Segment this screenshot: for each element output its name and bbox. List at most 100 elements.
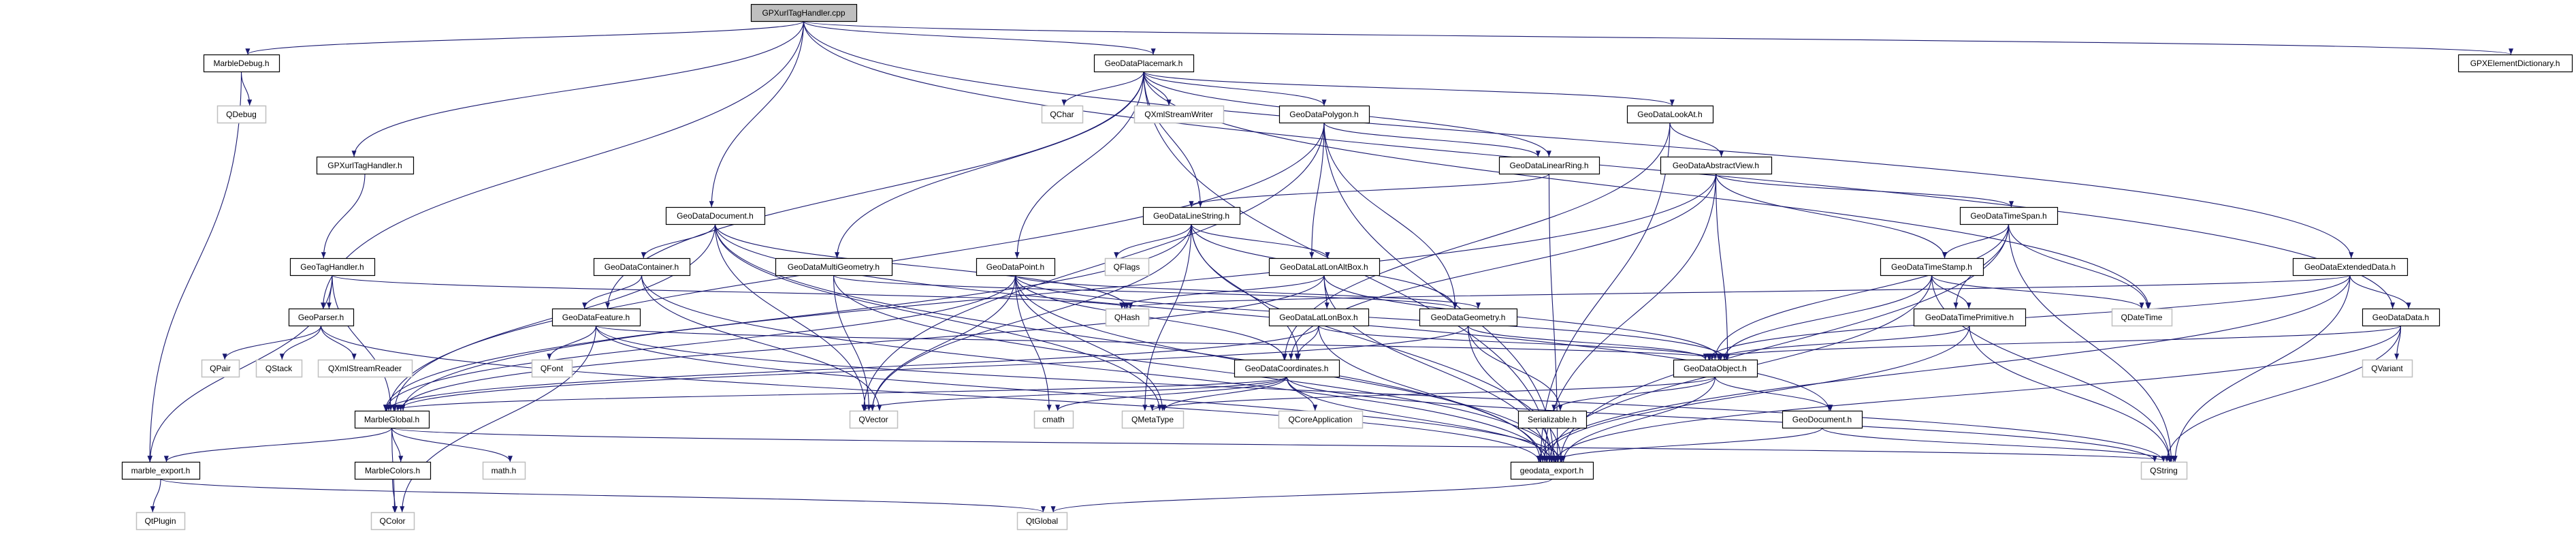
- edge-geodatapolygon-h-to-geodatalatlonaltbox-h: [1312, 123, 1324, 258]
- node-label: QString: [2150, 466, 2178, 475]
- node-label: cmath: [1042, 415, 1065, 424]
- edge-geodocument-h-to-qstring: [1822, 428, 2171, 462]
- node-gpxurltaghandler-cpp[interactable]: GPXurlTagHandler.cpp: [752, 5, 857, 22]
- node-label: GeoDataPoint.h: [986, 262, 1044, 272]
- node-label: GeoDataPlacemark.h: [1105, 59, 1183, 68]
- node-label: QDateTime: [2121, 313, 2163, 322]
- node-marbledebug-h[interactable]: MarbleDebug.h: [204, 55, 280, 72]
- node-marblecolors-h[interactable]: MarbleColors.h: [355, 462, 431, 480]
- edge-geodatalatlonbox-h-to-geodatacoordinates-h: [1297, 326, 1319, 360]
- node-label: MarbleGlobal.h: [364, 415, 419, 424]
- node-label: GeoParser.h: [298, 313, 344, 322]
- edge-geodataabstractview-h-to-geodataobject-h: [1716, 174, 1728, 360]
- edge-geodatacoordinates-h-to-marbleglobal-h: [393, 377, 1287, 411]
- edge-geodocument-h-to-geodata-export-h: [1555, 428, 1822, 462]
- node-gpxelementdictionary-h[interactable]: GPXElementDictionary.h: [2459, 55, 2573, 72]
- edge-geodatageometry-h-to-geodata-export-h: [1468, 326, 1552, 462]
- edge-geodata-export-h-to-qtglobal: [1053, 479, 1551, 512]
- node-marbleglobal-h[interactable]: MarbleGlobal.h: [355, 411, 430, 428]
- node-label: GeoDataTimePrimitive.h: [1925, 313, 2014, 322]
- edge-gpxurltaghandler-h-to-geotaghandler-h: [323, 174, 365, 258]
- node-label: GeoDataMultiGeometry.h: [788, 262, 880, 272]
- node-geodatadata-h[interactable]: GeoDataData.h: [2363, 309, 2440, 326]
- node-qpair: QPair: [202, 360, 240, 377]
- node-geodatatimestamp-h[interactable]: GeoDataTimeStamp.h: [1881, 259, 1984, 276]
- node-geoparser-h[interactable]: GeoParser.h: [289, 309, 354, 326]
- node-geodocument-h[interactable]: GeoDocument.h: [1783, 411, 1863, 428]
- node-geodataplacemark-h[interactable]: GeoDataPlacemark.h: [1095, 55, 1194, 72]
- node-geodatalookat-h[interactable]: GeoDataLookAt.h: [1628, 106, 1713, 123]
- node-gpxurltaghandler-h[interactable]: GPXurlTagHandler.h: [317, 157, 414, 174]
- node-geotaghandler-h[interactable]: GeoTagHandler.h: [291, 259, 375, 276]
- node-label: GeoDataLinearRing.h: [1509, 161, 1588, 170]
- node-qchar: QChar: [1042, 106, 1083, 123]
- node-qcoreapplication: QCoreApplication: [1279, 411, 1363, 428]
- node-qdebug: QDebug: [218, 106, 266, 123]
- node-qtglobal: QtGlobal: [1018, 513, 1067, 530]
- node-label: QColor: [379, 516, 405, 526]
- edge-gpxurltaghandler-cpp-to-geodataextendeddata-h: [804, 21, 2351, 258]
- edge-geodatalinestring-h-to-qflags: [1116, 224, 1191, 258]
- node-serializable-h[interactable]: Serializable.h: [1519, 411, 1587, 428]
- edge-geotaghandler-h-to-qhash: [332, 275, 1131, 309]
- edge-geodatageometry-h-to-geodataobject-h: [1468, 326, 1706, 360]
- node-label: GeoDocument.h: [1792, 415, 1852, 424]
- edge-geodataplacemark-h-to-geodatapoint-h: [1017, 72, 1144, 258]
- node-geodataabstractview-h[interactable]: GeoDataAbstractView.h: [1661, 157, 1772, 174]
- node-label: GPXElementDictionary.h: [2470, 59, 2560, 68]
- node-geodatamultigeometry-h[interactable]: GeoDataMultiGeometry.h: [776, 259, 892, 276]
- node-geodatalinestring-h[interactable]: GeoDataLineString.h: [1144, 208, 1240, 225]
- edge-geodatadata-h-to-geodata-export-h: [1556, 326, 2401, 462]
- node-geodataextendeddata-h[interactable]: GeoDataExtendedData.h: [2293, 259, 2408, 276]
- node-geodatalinearring-h[interactable]: GeoDataLinearRing.h: [1500, 157, 1600, 174]
- node-qxmlstreamreader: QXmlStreamReader: [319, 360, 413, 377]
- node-geodatacontainer-h[interactable]: GeoDataContainer.h: [594, 259, 690, 276]
- node-geodatalatlonaltbox-h[interactable]: GeoDataLatLonAltBox.h: [1270, 259, 1380, 276]
- node-geodatatimespan-h[interactable]: GeoDataTimeSpan.h: [1961, 208, 2058, 225]
- node-geodatalatlonbox-h[interactable]: GeoDataLatLonBox.h: [1270, 309, 1369, 326]
- node-label: GeoDataLineString.h: [1153, 211, 1229, 221]
- node-geodatadocument-h[interactable]: GeoDataDocument.h: [666, 208, 765, 225]
- node-label: GeoDataLatLonAltBox.h: [1280, 262, 1368, 272]
- node-label: math.h: [492, 466, 517, 475]
- edge-geodataobject-h-to-serializable-h: [1554, 377, 1716, 411]
- node-marble-export-h[interactable]: marble_export.h: [123, 462, 200, 480]
- node-label: QtPlugin: [144, 516, 176, 526]
- node-label: GPXurlTagHandler.h: [327, 161, 402, 170]
- node-label: QXmlStreamWriter: [1144, 110, 1212, 119]
- node-label: QtGlobal: [1026, 516, 1058, 526]
- node-label: QDebug: [226, 110, 257, 119]
- node-label: GeoDataTimeSpan.h: [1970, 211, 2046, 221]
- edge-geodatatimeprimitive-h-to-geodata-export-h: [1543, 326, 1969, 462]
- edge-marbledebug-h-to-marble-export-h: [150, 72, 241, 462]
- edge-geodatalatlonbox-h-to-marbleglobal-h: [387, 326, 1319, 411]
- node-geodatacoordinates-h[interactable]: GeoDataCoordinates.h: [1235, 360, 1340, 377]
- node-geodatapolygon-h[interactable]: GeoDataPolygon.h: [1280, 106, 1370, 123]
- node-geodatageometry-h[interactable]: GeoDataGeometry.h: [1420, 309, 1517, 326]
- edge-geodatalatlonbox-h-to-geodataobject-h: [1319, 326, 1712, 360]
- edge-geodataabstractview-h-to-marbleglobal-h: [403, 174, 1716, 411]
- node-geodataobject-h[interactable]: GeoDataObject.h: [1674, 360, 1758, 377]
- node-label: QVector: [858, 415, 888, 424]
- node-label: Serializable.h: [1528, 415, 1577, 424]
- node-qdatetime: QDateTime: [2112, 309, 2172, 326]
- edge-geodataplacemark-h-to-geodatalinestring-h: [1144, 72, 1200, 207]
- node-qhash: QHash: [1106, 309, 1149, 326]
- node-geodatapoint-h[interactable]: GeoDataPoint.h: [977, 259, 1055, 276]
- edge-geodatatimeprimitive-h-to-geodataobject-h: [1719, 326, 1969, 360]
- node-label: GeoDataContainer.h: [605, 262, 679, 272]
- node-label: GeoDataTimeStamp.h: [1891, 262, 1972, 272]
- edge-geodatatimespan-h-to-qdatetime: [2009, 224, 2148, 309]
- edge-geodataobject-h-to-qmetatype: [1152, 377, 1715, 411]
- edge-geodatadata-h-to-qstring: [2167, 326, 2400, 462]
- node-geodata-export-h[interactable]: geodata_export.h: [1511, 462, 1594, 480]
- node-label: GeoDataObject.h: [1684, 364, 1747, 373]
- node-label: GeoDataDocument.h: [677, 211, 754, 221]
- edge-gpxurltaghandler-cpp-to-marbledebug-h: [248, 21, 804, 54]
- edge-marble-export-h-to-qtplugin: [152, 479, 161, 512]
- edge-geodatatimestamp-h-to-qdatetime: [1932, 275, 2142, 309]
- node-geodatatimeprimitive-h[interactable]: GeoDataTimePrimitive.h: [1914, 309, 2026, 326]
- node-label: QHash: [1114, 313, 1140, 322]
- edge-marbledebug-h-to-qdebug: [242, 72, 250, 106]
- node-geodatafeature-h[interactable]: GeoDataFeature.h: [553, 309, 641, 326]
